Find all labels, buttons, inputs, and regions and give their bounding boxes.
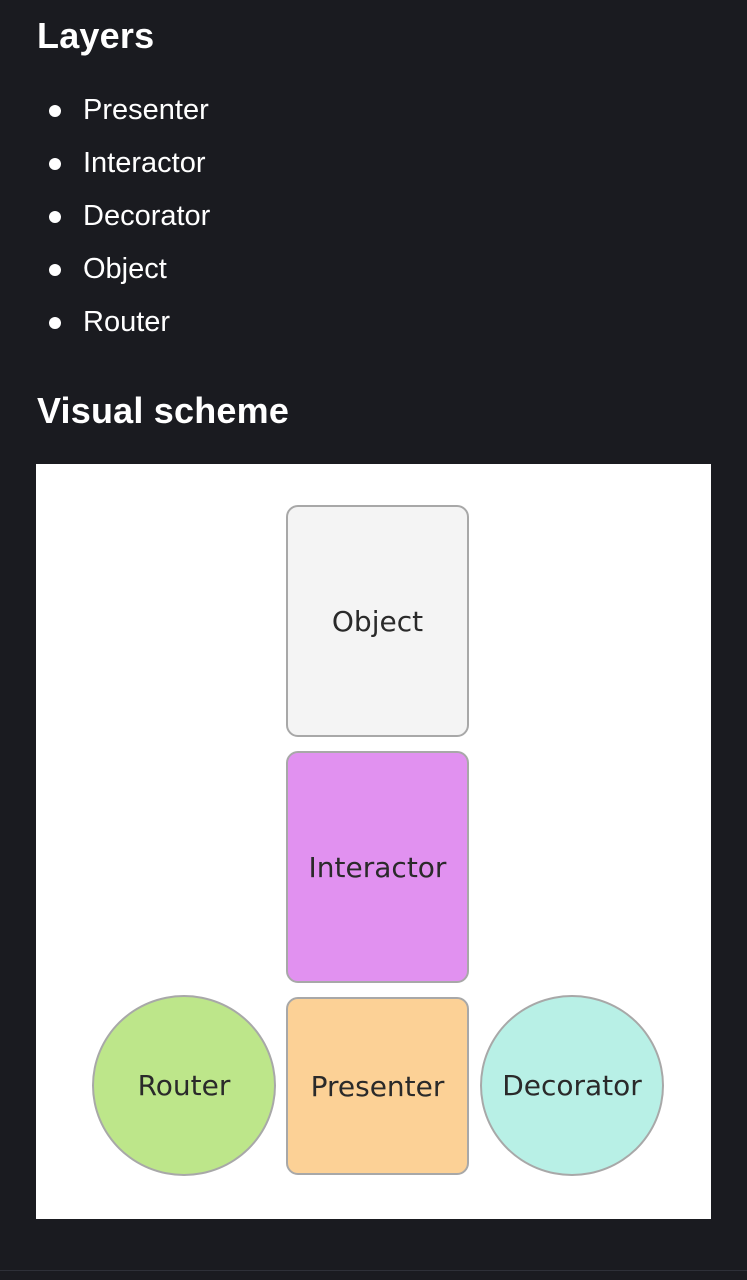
object-block: Object bbox=[286, 505, 469, 737]
bullet-icon bbox=[49, 211, 61, 223]
bottom-divider bbox=[0, 1270, 747, 1271]
bullet-icon bbox=[49, 317, 61, 329]
list-item: Interactor bbox=[0, 137, 210, 190]
interactor-block: Interactor bbox=[286, 751, 469, 983]
layer-label: Router bbox=[83, 306, 171, 338]
visual-scheme-heading: Visual scheme bbox=[37, 390, 290, 431]
list-item: Presenter bbox=[0, 84, 210, 137]
layer-label: Decorator bbox=[83, 200, 211, 232]
presenter-block: Presenter bbox=[286, 997, 469, 1175]
list-item: Router bbox=[0, 296, 210, 349]
router-circle: Router bbox=[92, 995, 276, 1176]
visual-scheme-diagram: Object Interactor Presenter Router Decor… bbox=[36, 464, 711, 1219]
layer-label: Presenter bbox=[83, 94, 209, 126]
layers-list: Presenter Interactor Decorator Object Ro… bbox=[0, 84, 210, 349]
list-item: Decorator bbox=[0, 190, 210, 243]
decorator-circle: Decorator bbox=[480, 995, 664, 1176]
layer-label: Object bbox=[83, 253, 167, 285]
layers-heading: Layers bbox=[37, 15, 155, 56]
bullet-icon bbox=[49, 158, 61, 170]
layer-label: Interactor bbox=[83, 147, 206, 179]
list-item: Object bbox=[0, 243, 210, 296]
bullet-icon bbox=[49, 105, 61, 117]
bullet-icon bbox=[49, 264, 61, 276]
